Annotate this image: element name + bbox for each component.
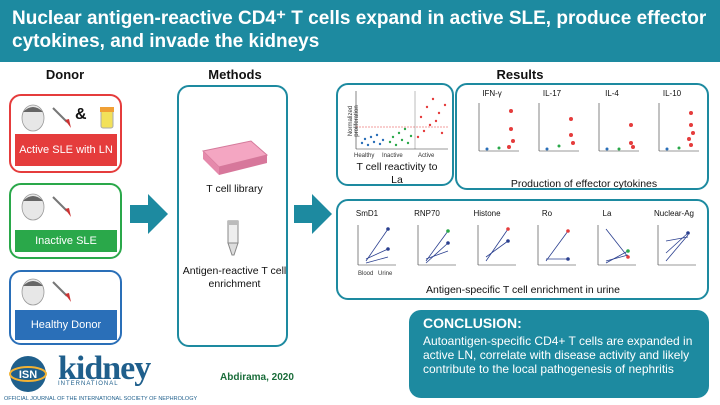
urine-x-label-blood: Blood: [358, 271, 374, 277]
figure-title: Nuclear antigen-reactive CD4⁺ T cells ex…: [12, 8, 707, 52]
cytokine-label: IL-17: [542, 89, 562, 98]
author-citation: Abdirama, 2020: [220, 372, 294, 383]
journal-name: kidney: [58, 350, 151, 387]
conclusion-body: Autoantigen-specific CD4+ T cells are ex…: [423, 334, 693, 376]
logo-badge-text: ISN: [19, 369, 37, 381]
reactivity-group-label: Active: [418, 153, 435, 159]
cytokine-panel: IFN-γ IL-17 IL-4 IL-10 Production of eff…: [455, 83, 709, 190]
donor-samples-icon: [21, 104, 114, 132]
donor-label-inactive-sle: Inactive SLE: [15, 230, 117, 252]
library-label: T cell library: [206, 183, 263, 195]
donor-label-healthy: Healthy Donor: [15, 310, 117, 340]
isn-globe-logo: ISN: [9, 356, 47, 392]
donor-label-active-sle: Active SLE with LN: [15, 134, 117, 166]
enrichment-label: Antigen-reactive T cell enrichment: [182, 265, 287, 290]
urine-paired-plots: [357, 225, 696, 266]
conclusion-heading: CONCLUSION:: [423, 315, 522, 331]
reactivity-panel: Normalized proliferation Healthy Inactiv…: [336, 83, 454, 186]
reactivity-group-label: Inactive: [382, 153, 403, 159]
antigen-label: Nuclear-Ag: [653, 209, 694, 218]
cytokine-label: IL-10: [662, 89, 682, 98]
cytokine-caption: Production of effector cytokines: [510, 178, 658, 190]
donor-card-inactive-sle: Inactive SLE: [9, 183, 122, 259]
journal-footer: OFFICIAL JOURNAL OF THE INTERNATIONAL SO…: [4, 396, 198, 402]
cytokine-label: IFN-γ: [482, 89, 502, 98]
journal-subtitle: INTERNATIONAL: [58, 381, 119, 387]
flow-arrow-icon: [294, 194, 332, 234]
donor-header: Donor: [45, 67, 85, 82]
cytokine-label: IL-4: [605, 89, 619, 98]
title-banner: Nuclear antigen-reactive CD4⁺ T cells ex…: [0, 0, 720, 62]
urine-caption: Antigen-specific T cell enrichment in ur…: [426, 284, 620, 296]
urine-panel: SmD1 RNP70 Histone Ro La Nuclear-Ag Bloo…: [336, 199, 709, 300]
donor-blood-icon: [21, 278, 71, 306]
reactivity-caption: T cell reactivity to La: [356, 161, 438, 186]
donor-card-healthy: Healthy Donor: [9, 270, 122, 345]
well-plate-icon: [201, 140, 269, 175]
methods-header: Methods: [208, 67, 262, 82]
conclusion-box: CONCLUSION: Autoantigen-specific CD4+ T …: [409, 310, 709, 398]
enrichment-column-icon: [227, 220, 239, 256]
antigen-label: SmD1: [355, 209, 379, 218]
reactivity-group-label: Healthy: [354, 153, 375, 159]
reactivity-y-label: Normalized proliferation: [348, 105, 360, 137]
donor-card-active-sle: & Active SLE with LN: [9, 94, 122, 173]
ampersand-symbol: &: [75, 106, 87, 123]
antigen-label: Ro: [541, 209, 553, 218]
donor-blood-icon: [21, 193, 71, 221]
antigen-label: La: [602, 209, 612, 218]
cytokine-dot-plots: [478, 103, 699, 152]
reactivity-scatter-plot: [355, 91, 448, 150]
urine-x-label-urine: Urine: [378, 271, 393, 277]
antigen-label: Histone: [473, 209, 501, 218]
methods-panel: T cell library Antigen-reactive T cell e…: [177, 85, 288, 347]
antigen-label: RNP70: [414, 209, 440, 218]
results-header: Results: [496, 67, 544, 82]
flow-arrow-icon: [130, 194, 168, 234]
